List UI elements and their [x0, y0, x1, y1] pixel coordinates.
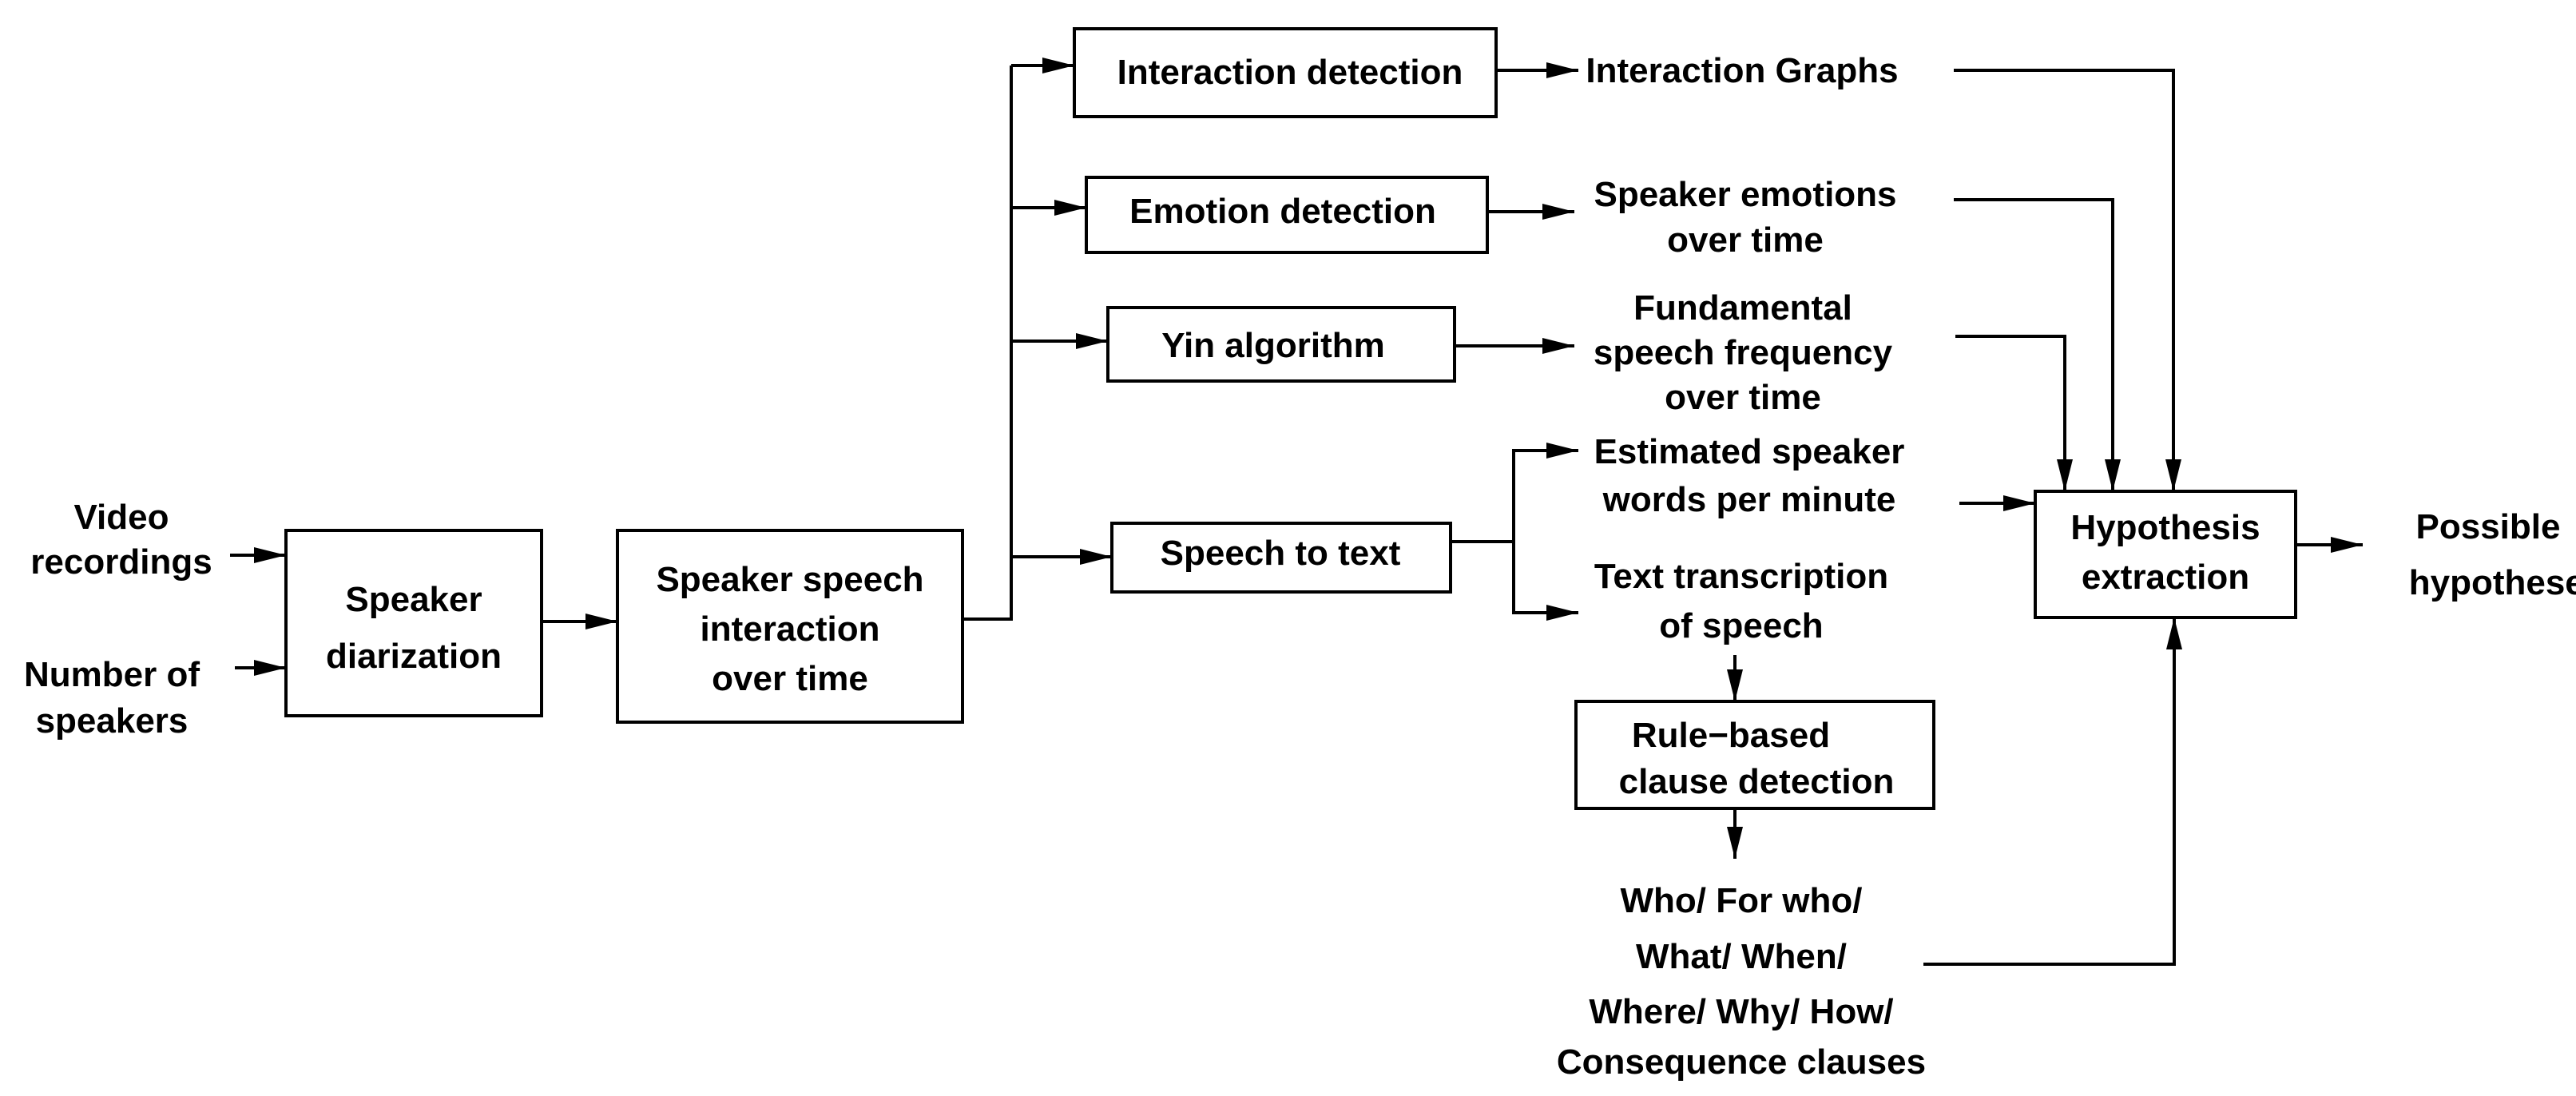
clauses-label-2: What/ When/ [1636, 937, 1847, 976]
output-speaker-emotions: Speaker emotions over time [1594, 175, 1896, 260]
hypothesis-extraction-label-1: Hypothesis [2070, 508, 2260, 547]
box-yin-algorithm: Yin algorithm [1106, 306, 1456, 383]
speaker-speech-interaction-label-2: interaction [701, 610, 880, 649]
fundamental-frequency-label-3: over time [1665, 378, 1821, 417]
hypothesis-extraction-label-2: extraction [2082, 558, 2249, 597]
speech-to-text-label: Speech to text [1161, 534, 1401, 573]
output-possible-hypotheses: Possible hypotheses [2409, 507, 2576, 602]
box-hypothesis-extraction: Hypothesis extraction [2034, 490, 2297, 619]
fundamental-frequency-label-1: Fundamental [1633, 288, 1852, 328]
number-of-speakers-label-2: speakers [36, 701, 189, 741]
arrow-graphs-to-hypothesis [1954, 69, 2181, 491]
box-speaker-diarization: Speaker diarization [284, 529, 543, 717]
speaker-speech-interaction-label-1: Speaker speech [656, 560, 923, 599]
split-to-transcription-line [1512, 542, 1578, 614]
possible-hypotheses-label-1: Possible [2416, 507, 2561, 546]
box-rule-based-clause-detection: Rule−based clause detection [1574, 700, 1935, 810]
output-clauses: Who/ For who/ What/ When/ Where/ Why/ Ho… [1557, 881, 1926, 1082]
speaker-diarization-label-1: Speaker [345, 580, 482, 619]
video-recordings-label-2: recordings [30, 542, 212, 582]
words-per-minute-label-1: Estimated speaker [1594, 432, 1905, 471]
clauses-label-4: Consequence clauses [1557, 1042, 1926, 1082]
video-recordings-label-1: Video [73, 498, 169, 537]
number-of-speakers-label-1: Number of [24, 655, 200, 694]
arrow-frequency-to-hypothesis [1955, 335, 2073, 491]
speech-to-text-split [1451, 449, 1578, 543]
box-speaker-speech-interaction: Speaker speech interaction over time [616, 529, 964, 724]
speaker-speech-interaction-label-3: over time [712, 659, 868, 698]
output-words-per-minute: Estimated speaker words per minute [1594, 432, 1905, 519]
words-per-minute-label-2: words per minute [1602, 480, 1896, 519]
arrow-emotions-to-hypothesis [1954, 198, 2121, 491]
possible-hypotheses-label-2: hypotheses [2409, 563, 2576, 602]
input-number-of-speakers: Number of speakers [24, 655, 200, 741]
text-transcription-label-2: of speech [1659, 606, 1823, 645]
speaker-diarization-label-2: diarization [326, 637, 502, 676]
clauses-label-3: Where/ Why/ How/ [1589, 992, 1893, 1031]
interaction-detection-label: Interaction detection [1117, 53, 1463, 92]
box-speech-to-text: Speech to text [1110, 522, 1452, 594]
yin-algorithm-label: Yin algorithm [1161, 326, 1385, 365]
trunk-line [963, 66, 1013, 621]
rule-based-label-1: Rule−based [1632, 716, 1830, 755]
fundamental-frequency-label-2: speech frequency [1594, 333, 1893, 372]
output-interaction-graphs: Interaction Graphs [1586, 51, 1898, 90]
rule-based-label-2: clause detection [1619, 762, 1895, 801]
emotion-detection-label: Emotion detection [1129, 192, 1436, 231]
output-text-transcription: Text transcription of speech [1594, 557, 1888, 645]
speaker-emotions-label-2: over time [1667, 220, 1824, 260]
arrow-clauses-to-hypothesis [1923, 617, 2182, 966]
speaker-emotions-label-1: Speaker emotions [1594, 175, 1896, 214]
box-emotion-detection: Emotion detection [1085, 176, 1489, 254]
text-transcription-label-1: Text transcription [1594, 557, 1888, 596]
clauses-label-1: Who/ For who/ [1620, 881, 1862, 920]
output-fundamental-frequency: Fundamental speech frequency over time [1594, 288, 1893, 417]
box-interaction-detection: Interaction detection [1073, 27, 1498, 118]
input-video-recordings: Video recordings [30, 498, 212, 582]
